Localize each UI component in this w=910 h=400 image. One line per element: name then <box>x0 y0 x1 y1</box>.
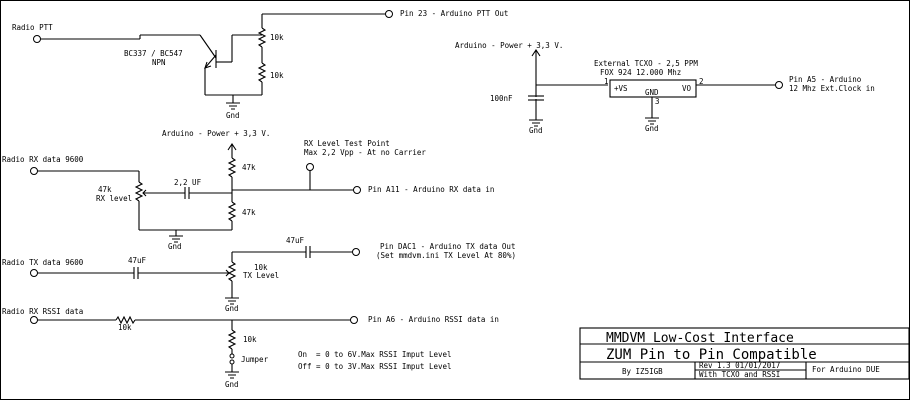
rx-resistor-top-label: 47k <box>242 163 256 172</box>
title-line1: MMDVM Low-Cost Interface <box>606 331 794 346</box>
rx-test-point <box>306 163 314 171</box>
tcxo-output-terminal <box>775 81 783 89</box>
tx-gnd-label: Gnd <box>225 304 239 313</box>
rx-input-label: Radio RX data 9600 <box>2 155 84 164</box>
ptt-resistor-top-label: 10k <box>270 33 284 42</box>
rx-output-terminal <box>353 186 361 194</box>
tcxo-ground-right <box>645 117 659 125</box>
ptt-transistor-label: BC337 / BC547 <box>124 49 183 58</box>
tcxo-pin-vo: VO <box>682 84 692 93</box>
title-rev: Rev 1.3 01/01/2017 <box>699 361 780 370</box>
tcxo-circuit: Arduino - Power + 3,3 V. 100nF Gnd Exter… <box>455 41 875 135</box>
rx-power-label: Arduino - Power + 3,3 V. <box>162 129 270 138</box>
tx-circuit: Radio TX data 9600 47uF 10k TX Level Gnd… <box>2 236 516 313</box>
tcxo-chip <box>609 79 697 98</box>
rssi-jumper-label: Jumper <box>241 355 269 364</box>
title-author: By IZ5IGB <box>622 367 663 376</box>
rx-circuit: Arduino - Power + 3,3 V. 47k 47k Radio R… <box>2 129 494 251</box>
ptt-input-terminal <box>33 35 41 43</box>
title-line2: ZUM Pin to Pin Compatible <box>606 347 817 363</box>
rx-resistor-top <box>227 157 237 178</box>
tx-ground-symbol <box>225 297 239 305</box>
rssi-input-terminal <box>30 316 38 324</box>
rx-pot-name: RX level <box>96 194 132 203</box>
rx-input-terminal <box>30 167 38 175</box>
title-note: With TCXO and RSSI <box>699 370 780 379</box>
rx-pot-value: 47k <box>98 185 112 194</box>
tcxo-gnd-left-label: Gnd <box>529 126 543 135</box>
rx-resistor-bottom <box>227 201 237 222</box>
tcxo-cap-label: 100nF <box>490 94 513 103</box>
rx-ground-symbol <box>169 235 183 243</box>
ptt-ground-symbol <box>226 102 240 110</box>
title-target: For Arduino DUE <box>812 365 880 374</box>
ptt-resistor-bottom <box>257 62 267 83</box>
rx-pot <box>134 181 144 202</box>
rx-cap-label: 2,2 UF <box>174 178 202 187</box>
rssi-input-label: Radio RX RSSI data <box>2 307 83 316</box>
tx-output-terminal <box>352 248 360 256</box>
ptt-transistor-type: NPN <box>152 58 166 67</box>
tx-pot-wiper <box>225 269 230 277</box>
tcxo-pin2: 2 <box>699 77 704 86</box>
rssi-resistor-series-label: 10k <box>118 323 132 332</box>
tcxo-power-label: Arduino - Power + 3,3 V. <box>455 41 563 50</box>
rssi-ground-symbol <box>225 371 239 379</box>
tx-pot <box>227 261 237 282</box>
ptt-circuit: Radio PTT BC337 / BC547 NPN Pin 23 - Ard… <box>12 9 508 120</box>
rx-test-point-label2: Max 2,2 Vpp - At no Carrier <box>304 148 426 157</box>
tcxo-ground-left <box>529 119 543 127</box>
ptt-transistor <box>199 34 262 95</box>
ptt-output-label: Pin 23 - Arduino PTT Out <box>400 9 508 18</box>
rssi-circuit: Radio RX RSSI data 10k Pin A6 - Arduino … <box>2 307 499 389</box>
rssi-jumper-pin2 <box>229 359 235 365</box>
ptt-input-label: Radio PTT <box>12 23 53 32</box>
rssi-resistor-shunt <box>227 329 237 350</box>
tcxo-pin1: 1 <box>604 77 609 86</box>
tx-output-label2: (Set mmdvm.ini TX Level At 80%) <box>376 251 516 260</box>
tcxo-output-label1: Pin A5 - Arduino <box>789 75 862 84</box>
rssi-note-off: Off = 0 to 3V.Max RSSI Imput Level <box>298 362 452 371</box>
tx-input-label: Radio TX data 9600 <box>2 258 84 267</box>
tcxo-pin3: 3 <box>655 97 660 106</box>
rx-test-point-label1: RX Level Test Point <box>304 139 390 148</box>
tx-pot-value: 10k <box>254 263 268 272</box>
tx-pot-name: TX Level <box>243 271 279 280</box>
tx-input-terminal <box>30 269 38 277</box>
tx-output-label1: Pin DAC1 - Arduino TX data Out <box>380 242 515 251</box>
tx-cap-in-label: 47uF <box>128 256 147 265</box>
rssi-jumper-pin1 <box>229 353 235 359</box>
tx-cap-out-label: 47uF <box>286 236 305 245</box>
ptt-output-terminal <box>385 10 393 18</box>
tcxo-pin-gnd: GND <box>645 88 659 97</box>
title-block: MMDVM Low-Cost Interface ZUM Pin to Pin … <box>579 327 910 380</box>
rx-gnd-label: Gnd <box>168 242 182 251</box>
ptt-resistor-top <box>257 27 267 48</box>
rssi-resistor-series <box>115 315 136 325</box>
rx-output-label: Pin A11 - Arduino RX data in <box>368 185 494 194</box>
tcxo-output-label2: 12 Mhz Ext.Clock in <box>789 84 875 93</box>
rx-pot-wiper <box>142 189 150 197</box>
rssi-output-terminal <box>350 316 358 324</box>
tcxo-title: External TCXO - 2,5 PPM <box>594 59 698 68</box>
rssi-gnd-label: Gnd <box>225 380 239 389</box>
tcxo-pin-vs: +VS <box>614 84 628 93</box>
ptt-resistor-bottom-label: 10k <box>270 71 284 80</box>
rssi-output-label: Pin A6 - Arduino RSSI data in <box>368 315 499 324</box>
rssi-resistor-shunt-label: 10k <box>243 335 257 344</box>
ptt-gnd-label: Gnd <box>226 111 240 120</box>
rssi-note-on: On = 0 to 6V.Max RSSI Imput Level <box>298 350 452 359</box>
tcxo-part: FOX 924 12.000 Mhz <box>600 68 681 77</box>
rx-resistor-bottom-label: 47k <box>242 208 256 217</box>
tcxo-gnd-right-label: Gnd <box>645 124 659 133</box>
